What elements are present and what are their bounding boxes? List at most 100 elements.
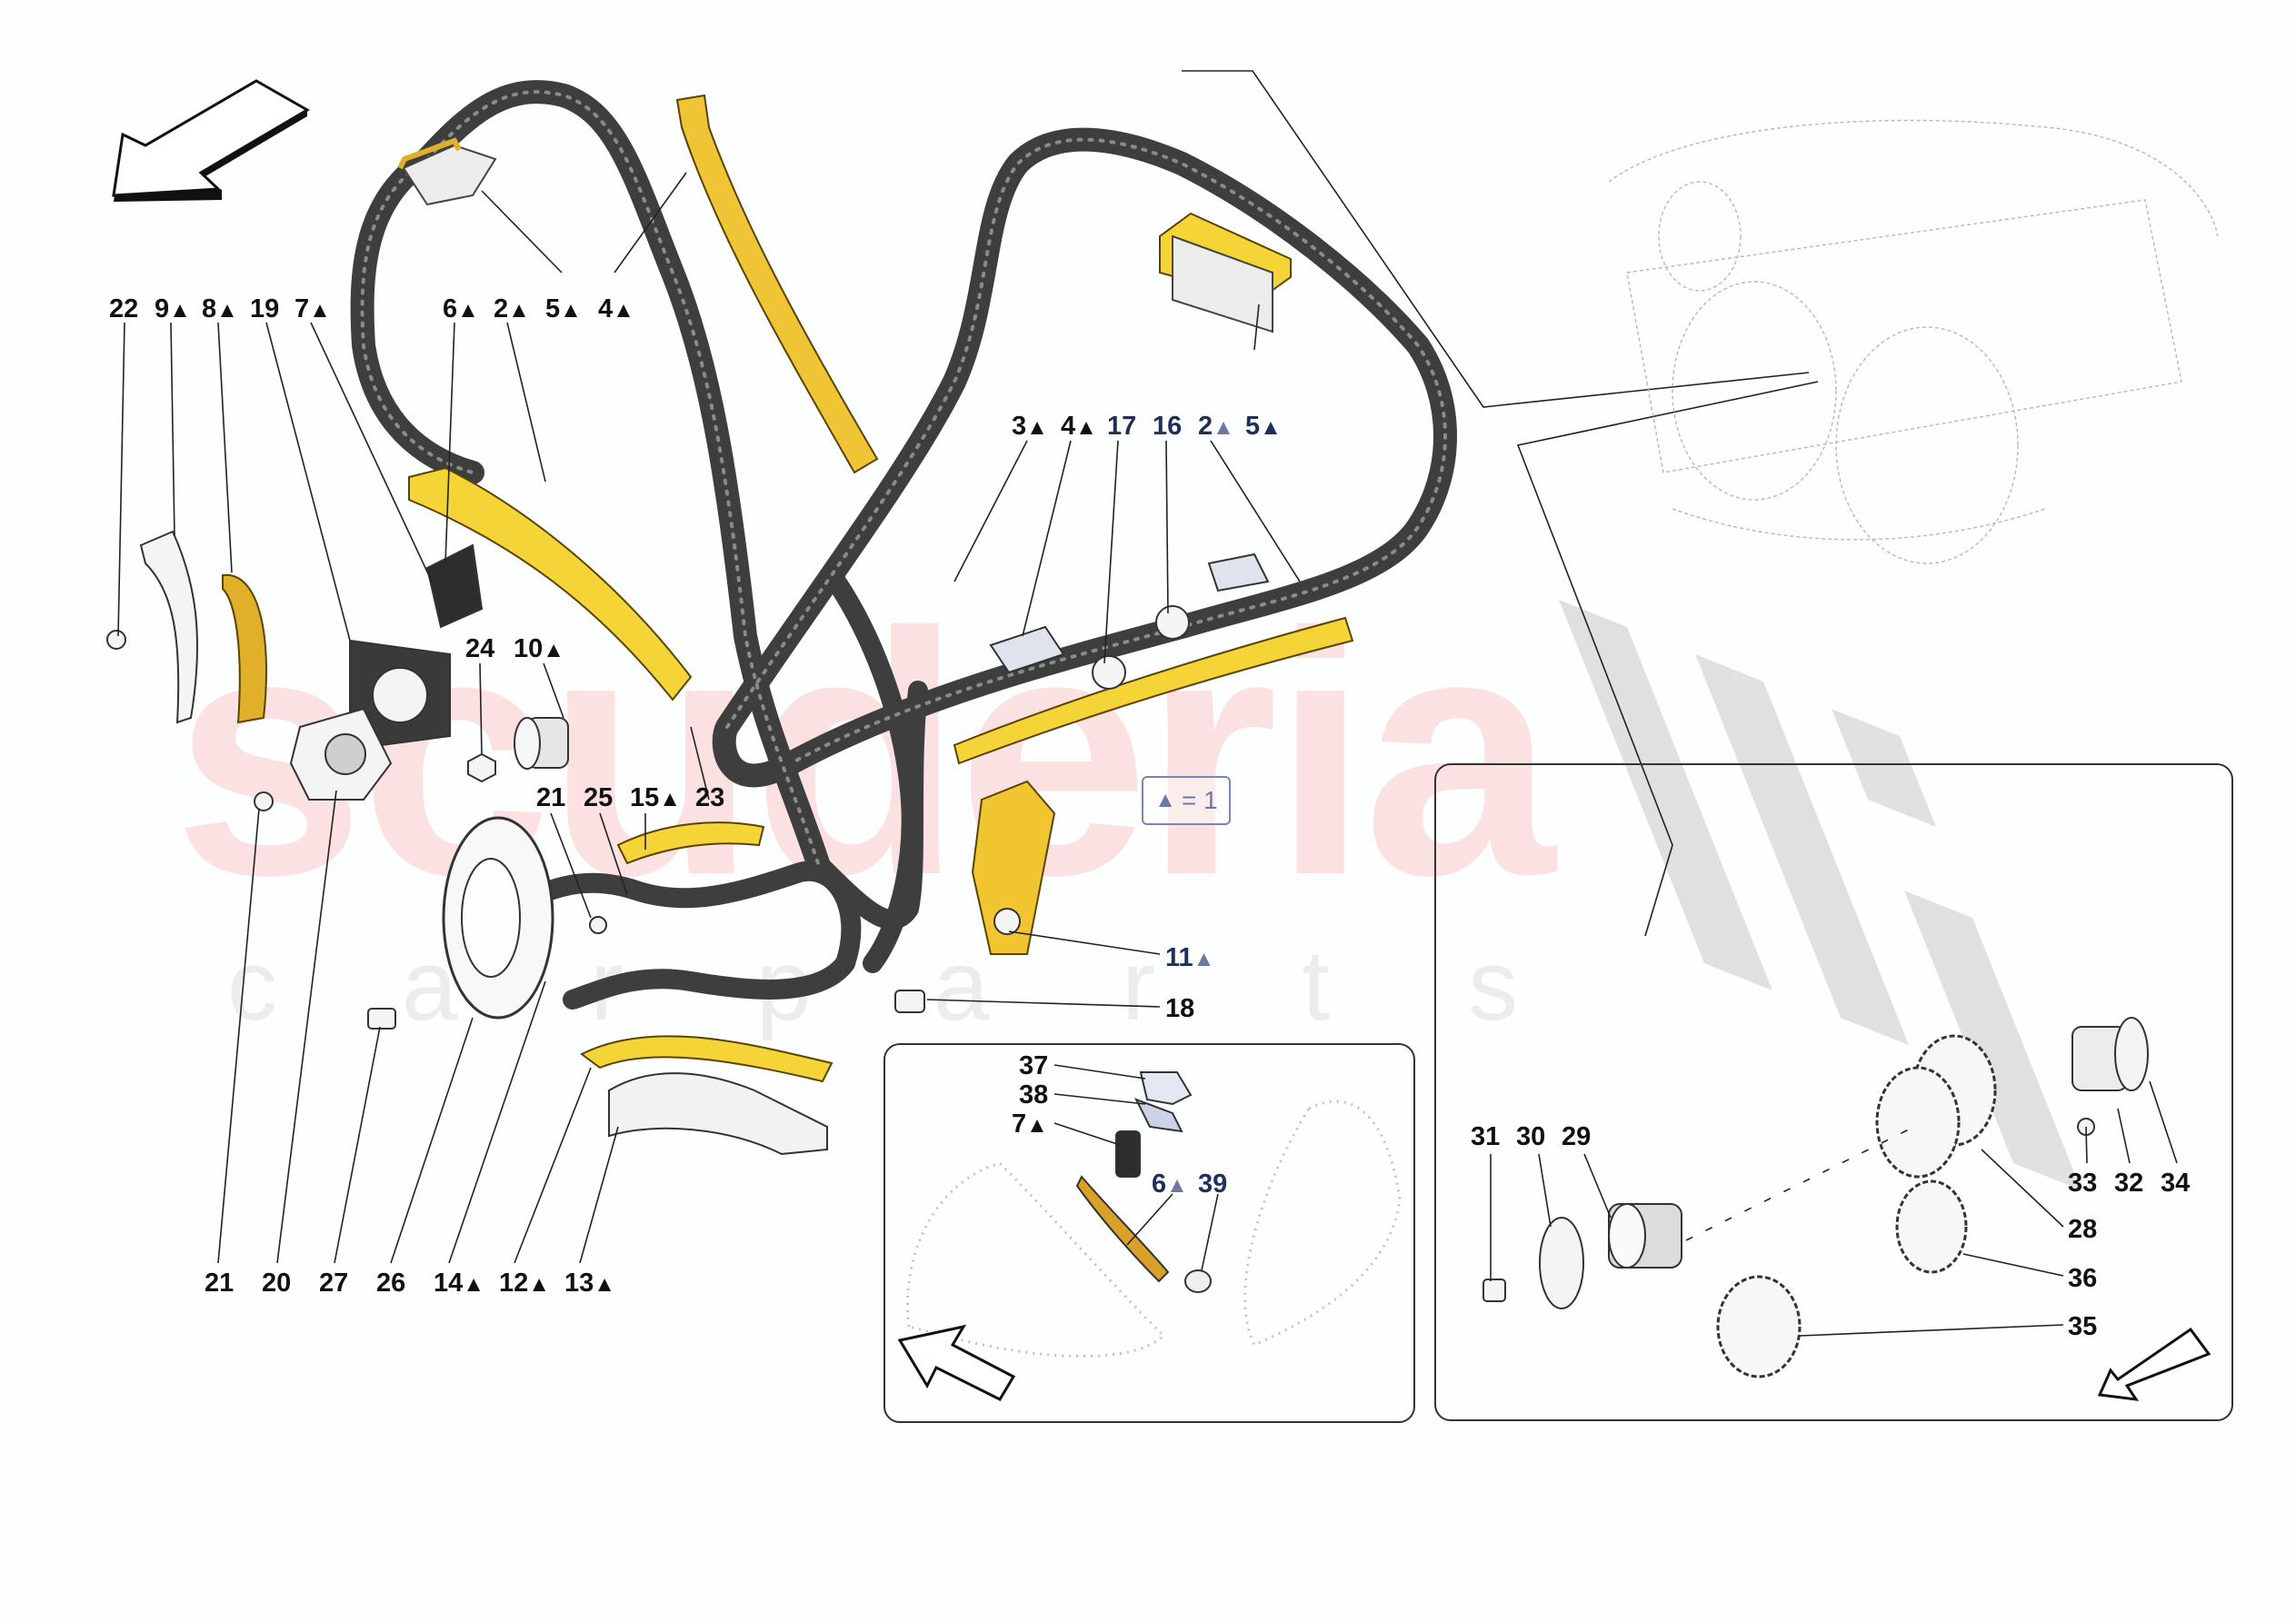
part-number: 35 [2068,1312,2098,1341]
callout-22: 22 [109,296,138,323]
callout-4: 4▲ [598,296,634,323]
part-number: 2 [494,294,509,323]
part-number: 7 [1012,1110,1027,1139]
callout-39: 39 [1198,1171,1227,1198]
callout-35: 35 [2068,1314,2097,1340]
triangle-icon: ▲ [309,298,331,323]
triangle-icon: ▲ [1026,415,1048,440]
callout-7: 7▲ [294,296,331,323]
triangle-icon: ▲ [1213,415,1234,440]
callout-4b: 4▲ [1061,413,1097,440]
leader-lines [117,70,1819,1264]
callout-36: 36 [2068,1266,2097,1292]
part-number: 14 [434,1269,464,1298]
part-number: 27 [319,1269,349,1298]
triangle-icon: ▲ [463,1272,485,1297]
callout-33: 33 [2068,1170,2097,1197]
inset-direction-arrow-icon [2097,1327,2211,1401]
callout-5: 5▲ [545,296,582,323]
triangle-icon: ▲ [1075,415,1097,440]
callout-2b: 2▲ [1198,413,1234,440]
callout-7b: 7▲ [1012,1111,1048,1138]
inset-idler-gear-parts [1482,1017,2149,1378]
part-number: 11 [1165,943,1193,972]
part-number: 18 [1165,994,1195,1023]
callout-37: 37 [1019,1053,1048,1080]
callout-30: 30 [1516,1124,1545,1150]
triangle-icon: ▲ [560,298,582,323]
part-number: 7 [294,294,310,323]
callout-9: 9▲ [155,296,191,323]
inset-tensioner-parts [1075,1071,1212,1293]
triangle-icon: ▲ [659,787,682,811]
callout-5b: 5▲ [1245,413,1282,440]
part-number: 16 [1153,412,1183,441]
callout-21a: 21 [536,785,565,811]
part-number: 33 [2068,1169,2098,1198]
callout-6: 6▲ [443,296,479,323]
part-number: 4 [1061,412,1076,441]
part-number: 21 [205,1269,235,1298]
part-number: 21 [536,783,566,812]
part-number: 17 [1107,412,1137,441]
part-number: 15 [630,783,660,812]
callout-11: 11▲ [1165,945,1214,971]
callout-34: 34 [2161,1170,2190,1197]
callout-26: 26 [376,1270,405,1297]
callout-16: 16 [1153,413,1182,440]
triangle-icon: ▲ [1026,1113,1048,1138]
callout-13: 13▲ [564,1270,615,1297]
callout-21: 21 [205,1270,234,1297]
part-number: 26 [376,1269,406,1298]
mechanical-parts [106,530,1270,1156]
part-number: 24 [465,634,495,663]
part-number: 10 [514,634,544,663]
part-number: 3 [1012,412,1027,441]
inset-direction-arrow-icon [897,1324,1016,1401]
part-number: 2 [1198,412,1213,441]
watermark-letter: s [1468,930,1518,1041]
callout-38: 38 [1019,1082,1048,1109]
watermark-letter: t [1302,930,1330,1041]
triangle-icon: ▲ [169,298,191,323]
quantity-legend: ▲ = 1 [1142,776,1231,825]
callout-31: 31 [1471,1124,1500,1150]
chain-guide [222,94,1354,1083]
part-number: 12 [499,1269,529,1298]
triangle-icon: ▲ [543,638,565,662]
part-number: 34 [2161,1169,2191,1198]
part-number: 28 [2068,1215,2098,1244]
callout-14: 14▲ [434,1270,484,1297]
triangle-icon: ▲ [1193,947,1215,971]
part-number: 23 [695,783,725,812]
callout-18: 18 [1165,996,1194,1022]
part-number: 13 [564,1269,594,1298]
part-number: 5 [545,294,561,323]
part-number: 22 [109,294,139,323]
callout-20: 20 [262,1270,291,1297]
part-number: 9 [155,294,170,323]
part-number: 31 [1471,1122,1501,1151]
part-number: 4 [598,294,614,323]
watermark-letter: c [227,930,277,1041]
callout-8: 8▲ [202,296,238,323]
callout-23: 23 [695,785,724,811]
part-number: 36 [2068,1264,2098,1293]
callout-12: 12▲ [499,1270,550,1297]
callout-10: 10▲ [514,636,564,662]
part-number: 39 [1198,1169,1228,1199]
triangle-icon: ▲ [216,298,238,323]
callout-17: 17 [1107,413,1136,440]
triangle-icon: ▲ [457,298,479,323]
part-number: 5 [1245,412,1261,441]
triangle-icon: ▲ [594,1272,616,1297]
part-number: 6 [1152,1169,1167,1199]
triangle-icon: ▲ [1166,1173,1188,1198]
triangle-icon: ▲ [528,1272,551,1297]
triangle-icon: ▲ [508,298,530,323]
part-number: 32 [2114,1169,2144,1198]
callout-25: 25 [584,785,613,811]
callout-15: 15▲ [630,785,681,811]
tensioner-detail-inset [883,1043,1415,1423]
